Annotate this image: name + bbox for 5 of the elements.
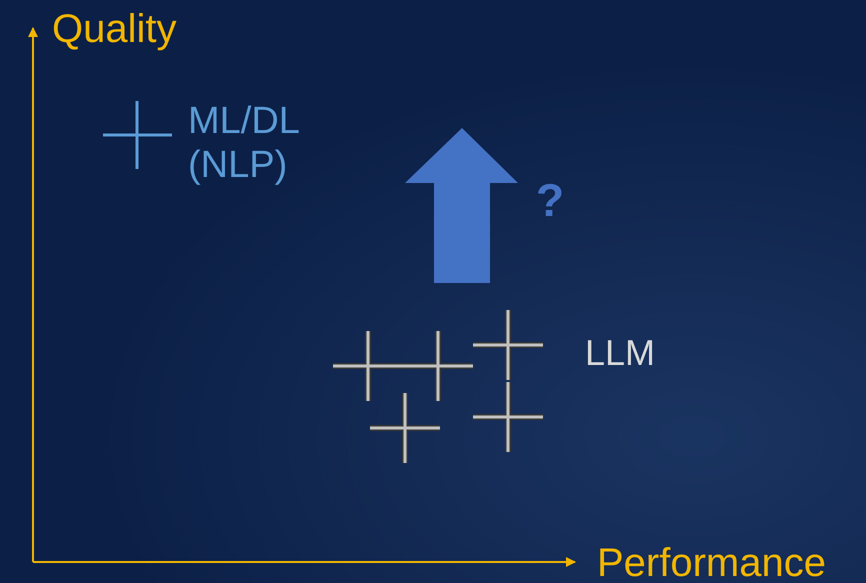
question-mark: ?: [536, 174, 564, 227]
category-label: ML/DL (NLP): [188, 100, 300, 188]
category-label: LLM: [585, 332, 656, 374]
axis-label: Quality: [52, 6, 176, 52]
axis-label: Performance: [597, 540, 826, 583]
